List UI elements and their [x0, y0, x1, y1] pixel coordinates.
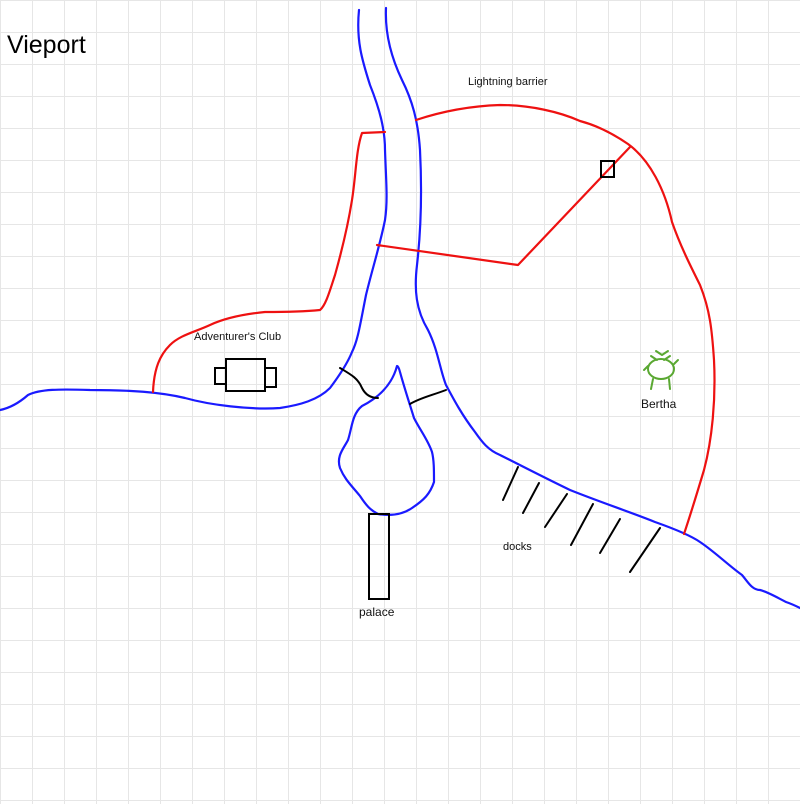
turtle-icon: [643, 350, 679, 390]
dock-pier: [599, 518, 621, 554]
lightning-barrier-label: Lightning barrier: [468, 76, 548, 88]
club-wing-left: [214, 367, 227, 385]
barrier-spur: [375, 145, 632, 267]
dock-pier: [522, 482, 540, 514]
barrier-east: [414, 103, 716, 536]
adventurers-club-label: Adventurer's Club: [194, 331, 282, 343]
palace-label: palace: [359, 605, 395, 619]
docks-label: docks: [503, 541, 532, 553]
river-bank-east: [384, 6, 800, 610]
palace-pier: [368, 513, 390, 600]
dock-pier: [570, 503, 594, 546]
map-title: Vieport: [7, 31, 86, 59]
bertha-label: Bertha: [641, 397, 677, 411]
palace-island: [337, 364, 436, 516]
bridge-west: [339, 367, 379, 399]
club-building: [225, 358, 266, 392]
river-bank-west: [0, 8, 388, 412]
dock-pier: [629, 527, 661, 573]
dock-pier: [502, 466, 519, 501]
dock-pier: [544, 493, 568, 528]
bridge-east: [409, 389, 447, 405]
club-wing-right: [264, 367, 277, 388]
barrier-west: [151, 130, 387, 394]
barrier-tower: [600, 160, 615, 178]
